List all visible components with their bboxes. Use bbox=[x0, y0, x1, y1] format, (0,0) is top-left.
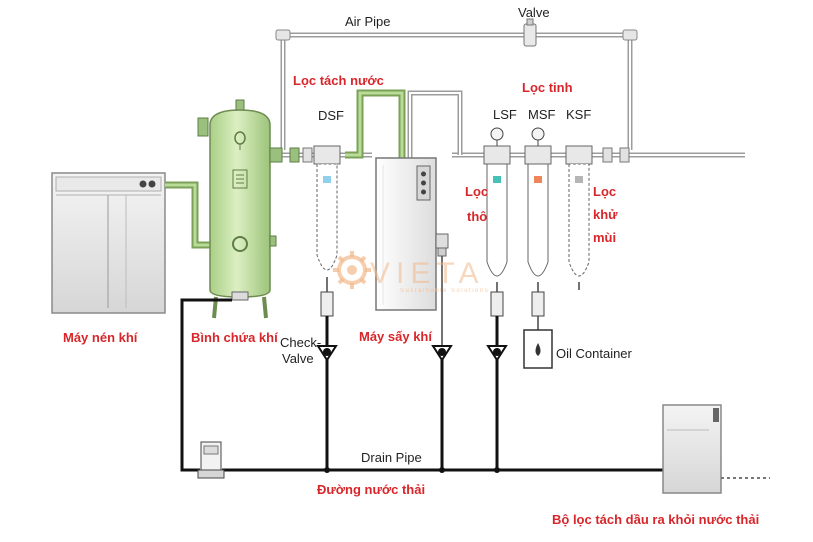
refrigerated-air-dryer bbox=[375, 157, 437, 311]
label-loc-tho-line1: Lọc bbox=[465, 184, 488, 199]
label-loc-tinh: Lọc tinh bbox=[522, 80, 573, 95]
label-dsf: DSF bbox=[318, 108, 344, 123]
check-valve-dryer bbox=[431, 345, 453, 362]
label-bo-loc-tach-dau: Bộ lọc tách dầu ra khỏi nước thải bbox=[552, 512, 759, 527]
label-loc-khu-line1: Lọc bbox=[593, 184, 616, 199]
label-loc-khu-line2: khử bbox=[593, 207, 618, 222]
gear-icon bbox=[333, 251, 371, 289]
watermark-tagline: Sustainable Solutions bbox=[400, 288, 489, 294]
label-loc-tach-nuoc: Lọc tách nước bbox=[293, 73, 384, 88]
check-valve-dsf bbox=[316, 345, 338, 362]
label-drain-pipe: Drain Pipe bbox=[361, 450, 422, 465]
label-loc-tho-line2: thô bbox=[467, 209, 487, 224]
dryer-inlet-pipe bbox=[345, 89, 406, 159]
lsf-filter bbox=[483, 127, 511, 317]
label-binh-chua-khi: Bình chứa khí bbox=[191, 330, 278, 345]
dsf-filter bbox=[313, 145, 341, 317]
oil-water-separator bbox=[662, 404, 770, 494]
label-oil-container: Oil Container bbox=[556, 346, 633, 361]
ksf-filter bbox=[565, 145, 593, 290]
tank-auto-drain bbox=[197, 441, 225, 479]
vieta-watermark: VIETA Sustainable Solutions bbox=[333, 251, 489, 294]
label-air-pipe: Air Pipe bbox=[345, 14, 391, 29]
oil-container bbox=[523, 316, 553, 369]
dryer-outlet-pipe bbox=[407, 90, 463, 158]
label-loc-khu-line3: mùi bbox=[593, 230, 616, 245]
bypass-valve[interactable] bbox=[523, 18, 537, 47]
msf-filter bbox=[524, 127, 552, 317]
air-receiver-tank bbox=[197, 99, 283, 319]
label-lsf: LSF bbox=[493, 107, 517, 122]
label-check-valve-line1: Check- bbox=[280, 335, 321, 350]
label-duong-nuoc-thai: Đường nước thải bbox=[317, 482, 425, 497]
check-valve-lsf bbox=[486, 345, 508, 362]
label-ksf: KSF bbox=[566, 107, 591, 122]
label-msf: MSF bbox=[528, 107, 556, 122]
watermark-brand: VIETA bbox=[370, 257, 484, 290]
dryer-auto-drain bbox=[435, 233, 449, 345]
label-valve: Valve bbox=[518, 5, 550, 20]
air-compressor bbox=[51, 172, 166, 314]
compressor-outlet-pipe bbox=[165, 181, 212, 249]
drain-pipe bbox=[180, 298, 668, 473]
label-may-nen-khi: Máy nén khí bbox=[63, 330, 138, 345]
air-pipe bbox=[275, 29, 638, 150]
label-check-valve-line2: Valve bbox=[282, 351, 314, 366]
label-may-say-khi: Máy sấy khí bbox=[359, 329, 432, 344]
drain-lines bbox=[325, 316, 499, 470]
